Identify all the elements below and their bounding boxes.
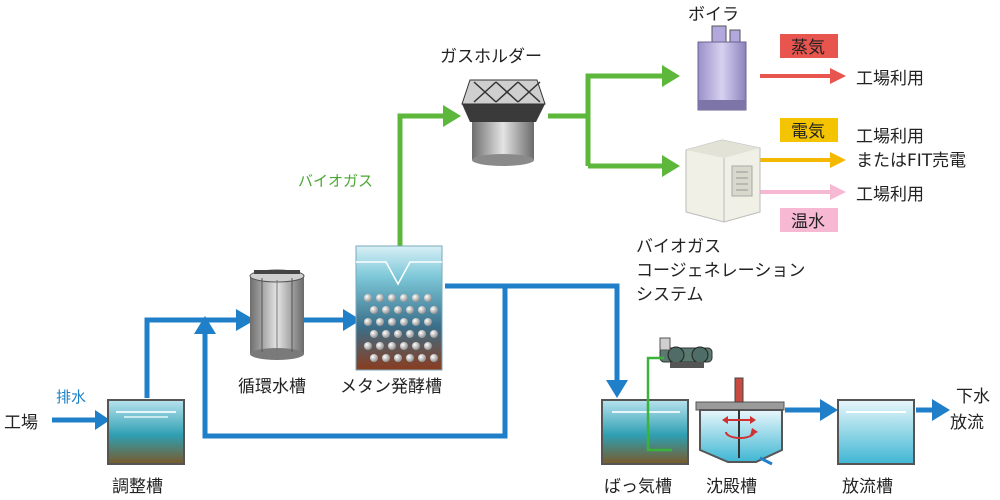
adjust-tank-label: 調整槽 [112,477,163,497]
bubble [370,306,378,314]
sewer-label-line1: 下水 [956,387,990,407]
hotwater-tag-label: 温水 [791,212,825,232]
discharge-tank [837,399,915,465]
arrowhead-icon [932,399,950,421]
flow-recycle-loop [202,286,508,439]
bubble [406,330,414,338]
bubble [394,330,402,338]
methane-tank-label: メタン発酵槽 [340,377,442,397]
aeration-tank-label: ばっ気槽 [604,477,672,497]
adjust-tank [107,399,185,465]
electric-tag [780,118,838,142]
circulation-tank [249,269,305,360]
bubble [370,354,378,362]
bubble [388,294,396,302]
bubble [364,342,372,350]
biogas-label: バイオガス [298,172,373,190]
gas-holder-label: ガスホルダー [440,47,542,67]
bubble [418,354,426,362]
boiler-label: ボイラ [688,5,739,25]
arrowhead-icon [95,410,110,430]
arrowhead-icon [820,399,838,421]
boiler [697,25,747,111]
arrowhead-icon [343,309,361,331]
bubble [424,318,432,326]
bubble [376,342,384,350]
bubble [424,342,432,350]
cogen-label-line2: コージェネレーション [636,261,805,281]
arrowhead-icon [443,105,461,127]
factory-label: 工場 [4,413,38,433]
settling-tank [695,377,785,466]
bubble [418,306,426,314]
flow-adjust-to-circulation [144,317,238,398]
bubble [430,306,438,314]
bubble [382,306,390,314]
cogen-label-line1: バイオガス [636,237,721,257]
arrowhead-icon [662,155,680,177]
flow-methane-to-gasholder [397,113,445,246]
gas-flow-arrowheads [443,65,680,177]
circulation-tank-label: 循環水槽 [238,377,306,397]
steam-tag [780,34,838,58]
bubble [382,330,390,338]
arrowhead-icon [236,309,255,331]
bubble [430,330,438,338]
gas-flow-lines [397,73,664,246]
cogen-label-line3: システム [636,285,704,305]
bubble [388,342,396,350]
arrowhead-icon [606,380,628,398]
water-flow-lines [52,283,932,439]
gas-holder [461,79,546,166]
steam-tag-label: 蒸気 [791,38,825,58]
bubble [376,294,384,302]
wastewater-label: 排水 [56,388,86,406]
fit-sale-label: またはFIT売電 [856,151,966,171]
gas-bubbles [364,294,438,362]
settling-tank-label: 沈殿槽 [706,477,757,497]
blower-icon [659,337,713,368]
factory-use-label-1: 工場利用 [856,69,924,89]
bubble [406,306,414,314]
bubble [418,330,426,338]
bubble [376,318,384,326]
methane-tank [355,245,443,371]
bubble [424,294,432,302]
steam-arrow [760,68,846,84]
factory-use-label-3: 工場利用 [856,185,924,205]
aeration-tank [601,337,713,465]
bubble [412,318,420,326]
electric-tag-label: 電気 [791,122,825,142]
bubble [370,330,378,338]
electric-arrow [760,152,846,168]
bubble [382,354,390,362]
hotwater-tag [780,208,838,232]
flow-methane-to-aeration [445,283,620,382]
bubble [388,318,396,326]
factory-use-label-2: 工場利用 [856,127,924,147]
flow-to-boiler [585,73,664,166]
bubble [400,294,408,302]
sewer-label-line2: 放流 [950,413,984,433]
bubble [394,354,402,362]
bubble [412,342,420,350]
bubble [406,354,414,362]
bubble [364,294,372,302]
cogeneration-unit [685,139,761,223]
bubble [400,318,408,326]
bubble [430,354,438,362]
arrowhead-icon [194,316,216,334]
arrowhead-icon [662,65,680,87]
hotwater-arrow [760,184,846,200]
bubble [412,294,420,302]
bubble [394,306,402,314]
bubble [400,342,408,350]
discharge-tank-label: 放流槽 [842,477,893,497]
water-flow-arrowheads [95,309,950,430]
bubble [364,318,372,326]
